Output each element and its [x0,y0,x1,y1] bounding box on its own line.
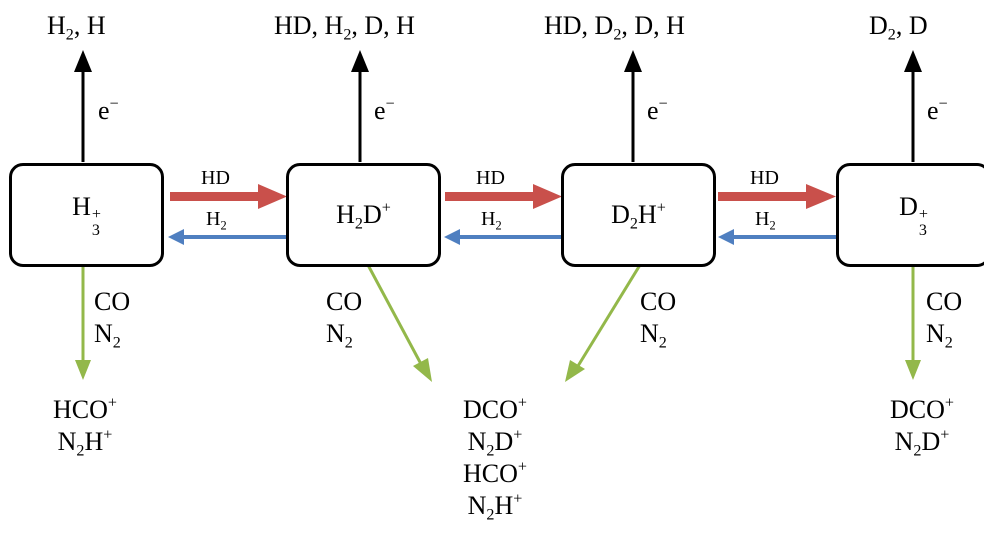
electron-label-4: e− [927,95,948,125]
dissociation-products-2: HD, H2, D, H [274,11,415,44]
species-box-h2d: H2D+ [286,163,441,267]
backward-arrow-1-shaft [182,235,287,239]
electron-label-3: e− [647,95,668,125]
species-row: N2 [326,319,353,352]
reactants-3: CO N2 [640,286,677,352]
backward-arrow-3-shaft [732,235,836,239]
species-row: HCO+ [53,394,117,424]
forward-arrow-1-shaft [170,192,260,201]
species-box-h3: H+3 [9,163,164,267]
species-box-d3: D+3 [836,163,984,267]
electron-arrowhead-4 [904,50,922,72]
electron-label-2: e− [374,95,395,125]
electron-arrowhead-1 [74,50,92,72]
product-arrowhead-4 [905,360,921,380]
forward-arrow-1-head [258,184,287,209]
product-arrowhead-3 [565,360,585,382]
species-row: CO [926,287,963,316]
product-arrow-2 [366,264,423,365]
forward-arrow-3-shaft [718,192,808,201]
electron-arrowhead-2 [351,50,369,72]
species-row: HCO+ [463,458,527,488]
backward-arrow-2-head [444,229,460,245]
species-row: DCO+ [890,394,954,424]
species-row: N2 [640,319,667,352]
backward-label-1: H2 [206,208,227,233]
electron-arrows [74,50,922,162]
species-row: N2 [926,319,953,352]
species-box-d2h: D2H+ [561,163,716,267]
reactants-4: CO N2 [926,286,963,352]
species-row: N2H+ [57,426,113,460]
products-right: DCO+N2D+ [867,394,977,460]
dissociation-products-3: HD, D2, D, H [544,11,685,44]
species-row: CO [94,287,131,316]
product-arrow-3 [576,264,642,367]
backward-arrow-3-head [718,229,734,245]
species-row: N2 [94,319,121,352]
forward-label-2: HD [476,167,505,189]
species-row: CO [640,287,677,316]
species-row: CO [326,287,363,316]
dissociation-products-1: H2, H [47,11,106,44]
species-row: N2H+ [467,490,523,524]
forward-arrow-3-head [806,184,836,209]
species-row: N2D+ [894,426,950,460]
backward-arrow-1-head [168,229,184,245]
product-arrowhead-1 [75,360,91,380]
species-h2d-label: H2D+ [336,199,391,233]
electron-arrowhead-3 [624,50,642,72]
forward-label-1: HD [201,167,230,189]
backward-label-3: H2 [755,208,776,233]
species-h3-label: H+3 [72,192,101,239]
product-arrows [75,264,921,382]
species-d2h-label: D2H+ [611,199,666,233]
backward-arrow-2-shaft [458,235,562,239]
forward-arrow-2-head [533,184,562,209]
dissociation-products-4: D2, D [869,11,928,44]
products-left: HCO+N2H+ [30,394,140,460]
species-row: DCO+ [463,394,527,424]
forward-arrows [170,184,836,209]
electron-label-1: e− [98,95,119,125]
species-d3-label: D+3 [899,192,928,239]
product-arrowhead-2 [413,358,432,382]
products-middle: DCO+N2D+HCO+N2H+ [440,394,550,524]
forward-arrow-2-shaft [445,192,535,201]
species-row: N2D+ [467,426,523,460]
backward-arrows [168,229,836,245]
backward-label-2: H2 [481,208,502,233]
forward-label-3: HD [750,167,779,189]
reactants-1: CO N2 [94,286,131,352]
reactants-2: CO N2 [326,286,363,352]
